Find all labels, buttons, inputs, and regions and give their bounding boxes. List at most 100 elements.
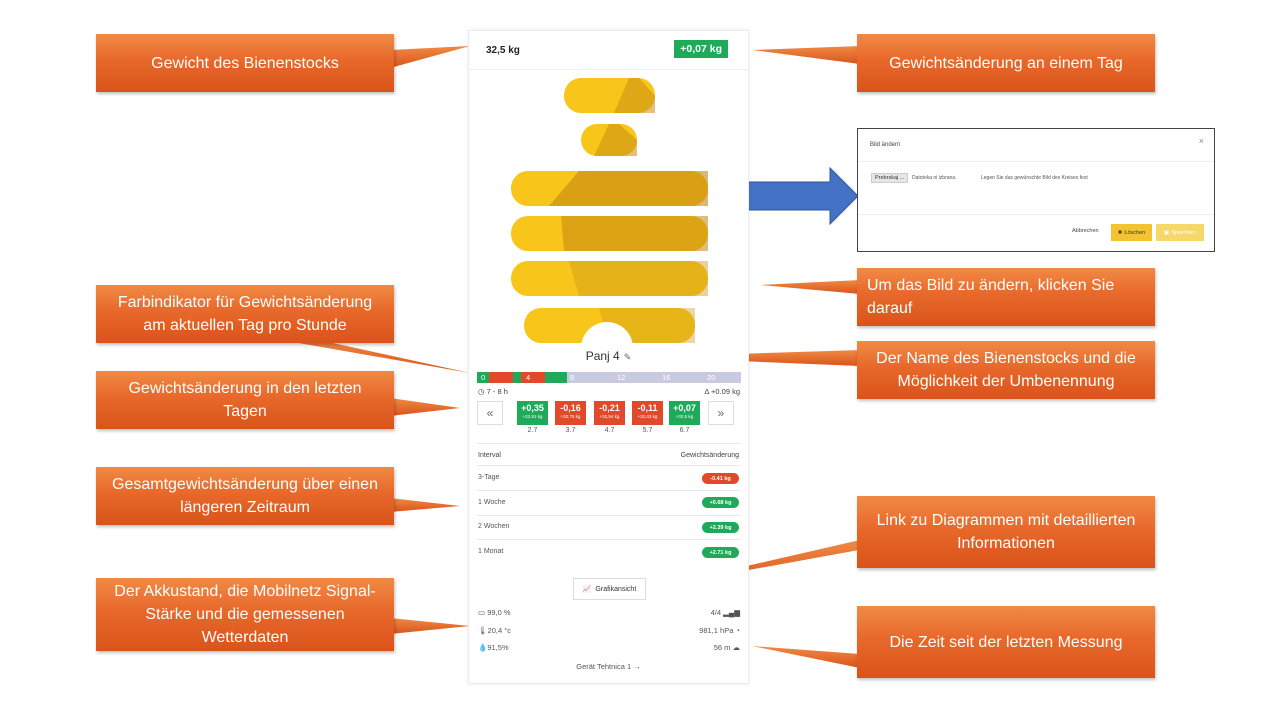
battery-value: 99,0 %: [487, 608, 511, 617]
prev-days-button[interactable]: «: [477, 401, 503, 425]
clock-icon: ◷: [478, 387, 485, 396]
chart-view-button[interactable]: 📈Grafikansicht: [573, 578, 646, 600]
arrow-right-icon: →: [633, 662, 641, 671]
signal-value: 4/4: [710, 608, 722, 617]
delete-icon: ✖: [1117, 229, 1123, 236]
pointer-hive-name: [640, 350, 860, 366]
humidity-value: 91,5%: [487, 643, 509, 652]
divider: [477, 465, 740, 466]
day-value: -0,21: [599, 403, 620, 413]
interval-change-pill: -0.41 kg: [702, 473, 739, 484]
hive-weight: 32,5 kg: [486, 45, 520, 56]
callout-change-image: Um das Bild zu ändern, klicken Sie darau…: [857, 268, 1155, 326]
day-date: 5.7: [642, 427, 653, 434]
day-change-box: +0,35 +32,91 kg: [517, 401, 548, 425]
dialog-hint: Legen Sie das gewünschte Bild des Kreise…: [981, 175, 1088, 181]
colorbar-segment: [513, 372, 521, 383]
day-value: +0,35: [521, 403, 544, 413]
pressure-value: 981,1 hPa: [699, 626, 734, 635]
save-label: Speichern: [1171, 229, 1196, 236]
cancel-button[interactable]: Abbrechen: [1072, 228, 1099, 234]
pointer-change-image: [760, 280, 860, 294]
interval-label: 3-Tage: [478, 474, 500, 481]
edit-icon[interactable]: ✎: [623, 352, 632, 362]
day-change-box: -0,11 +32,43 kg: [632, 401, 663, 425]
hive-name[interactable]: Panj 4✎: [469, 349, 748, 363]
temperature-status: 🌡20,4 °c: [478, 626, 511, 635]
save-button[interactable]: ▣Speichern: [1156, 224, 1204, 241]
close-icon[interactable]: ×: [1198, 136, 1204, 146]
day-change-box: -0,16 +32,75 kg: [555, 401, 586, 425]
callout-last-days: Gewichtsänderung in den letzten Tagen: [96, 371, 394, 429]
pointer-daily-change: [752, 46, 860, 64]
colorbar-tick: 8: [570, 373, 575, 382]
hive-card: 32,5 kg +0,07 kg Panj 4✎: [468, 30, 749, 684]
hive-image[interactable]: [509, 76, 709, 348]
battery-icon: ▭: [478, 608, 486, 617]
day-weight: +32,5 kg: [675, 414, 694, 419]
callout-battery-signal: Der Akkustand, die Mobilnetz Signal-Stär…: [96, 578, 394, 651]
interval-change-pill: +2.71 kg: [702, 547, 739, 558]
colorbar-tick: 16: [662, 373, 671, 382]
interval-label: 1 Woche: [478, 499, 506, 506]
day-weight: +32,43 kg: [637, 414, 658, 419]
divider: [477, 443, 740, 444]
pointer-color-indicator: [270, 338, 470, 373]
chart-view-label: Grafikansicht: [595, 585, 637, 593]
colorbar-tick: 4: [526, 373, 531, 382]
time-range: ◷ 7 - 8 h: [478, 387, 508, 396]
day-change-box: -0,21 +32,54 kg: [594, 401, 625, 425]
temperature-value: 20,4 °c: [487, 626, 511, 635]
colorbar-tick: 0: [481, 373, 486, 382]
device-link-label: Gerät Tehtnica 1: [576, 662, 632, 671]
callout-weight: Gewicht des Bienenstocks: [96, 34, 394, 92]
pointer-last-days: [390, 398, 460, 416]
cloud-icon: ☁: [732, 643, 741, 652]
battery-status: ▭ 99,0 %: [478, 608, 511, 617]
delete-label: Löschen: [1124, 229, 1146, 236]
table-header-change: Gewichtsänderung: [680, 452, 739, 459]
daily-change-badge: +0,07 kg: [674, 40, 728, 58]
colorbar-segment: [477, 372, 489, 383]
day-weight: +32,75 kg: [560, 414, 581, 419]
pointer-time-since: [752, 646, 860, 668]
day-value: -0,16: [560, 403, 581, 413]
droplet-icon: 💧: [478, 643, 488, 652]
colorbar-segment: [567, 372, 741, 383]
device-link[interactable]: Gerät Tehtnica 1 →: [469, 662, 748, 671]
colorbar-tick: 12: [617, 373, 626, 382]
callout-total-change: Gesamtgewichtsänderung über einen länger…: [96, 467, 394, 525]
next-days-button[interactable]: »: [708, 401, 734, 425]
callout-daily-change: Gewichtsänderung an einem Tag: [857, 34, 1155, 92]
header-divider: [469, 69, 748, 70]
colorbar-segment: [521, 372, 545, 383]
interval-label: 1 Monat: [478, 548, 504, 555]
dialog-divider: [858, 214, 1214, 215]
last-measurement: 56 m ☁: [714, 643, 740, 652]
signal-status: 4/4 ▂▄▆: [711, 608, 740, 617]
colorbar-tick: 20: [707, 373, 716, 382]
day-date: 4.7: [604, 427, 615, 434]
hour-delta: Δ +0.09 kg: [704, 387, 740, 396]
divider: [477, 539, 740, 540]
pointer-total-change: [390, 498, 460, 512]
divider: [477, 490, 740, 491]
colorbar-segment: [545, 372, 567, 383]
signal-icon: ▂▄▆: [723, 608, 740, 617]
change-image-dialog: Bild ändern × Prebrskaj ... Datoteka ni …: [857, 128, 1215, 252]
file-browse-button[interactable]: Prebrskaj ...: [871, 173, 909, 183]
interval-change-pill: +2.39 kg: [702, 522, 739, 533]
delete-button[interactable]: ✖Löschen: [1111, 224, 1152, 241]
callout-hive-name: Der Name des Bienenstocks und die Möglic…: [857, 341, 1155, 399]
dialog-divider: [858, 161, 1214, 162]
divider: [477, 515, 740, 516]
day-date: 3.7: [565, 427, 576, 434]
day-value: -0,11: [637, 403, 658, 413]
time-since-value: 56 m: [713, 643, 731, 652]
thermometer-icon: 🌡: [478, 626, 488, 635]
hourly-color-bar: [477, 372, 741, 383]
day-weight: +32,91 kg: [522, 414, 543, 419]
pointer-battery: [390, 618, 470, 634]
colorbar-segment: [489, 372, 513, 383]
day-date: 6.7: [679, 427, 690, 434]
